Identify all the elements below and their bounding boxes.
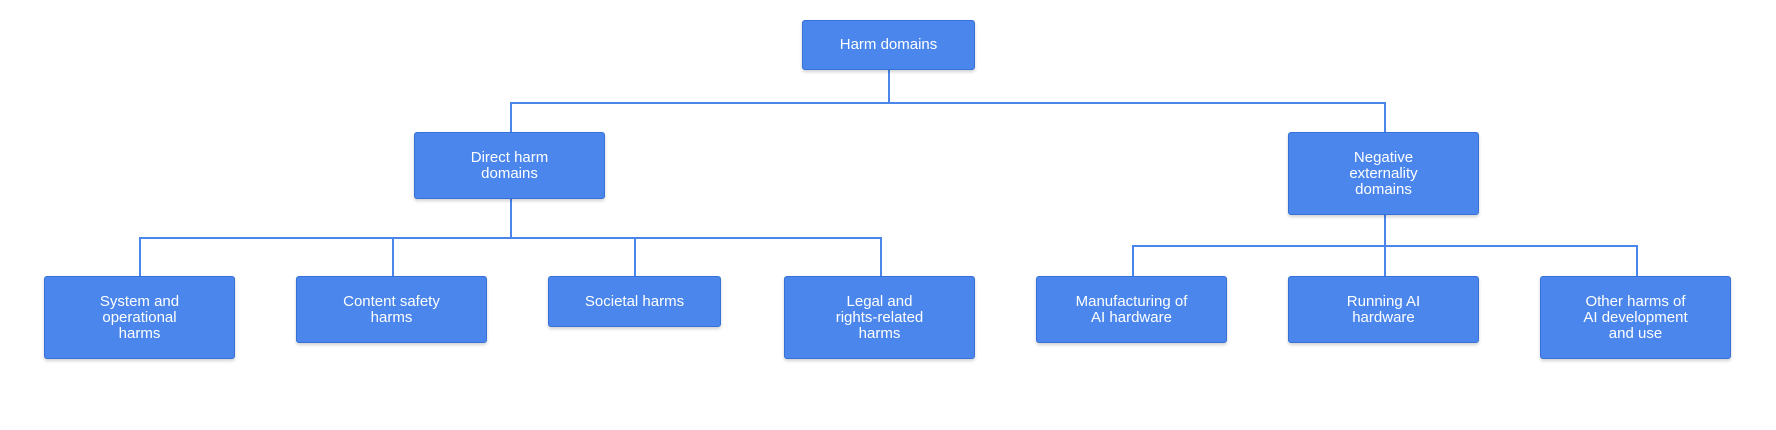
node-running-ai-hardware[interactable]: Running AI hardware: [1288, 276, 1479, 343]
node-content-safety-harms[interactable]: Content safety harms: [296, 276, 487, 343]
node-harm-domains[interactable]: Harm domains: [802, 20, 975, 70]
node-other-harms-ai[interactable]: Other harms of AI development and use: [1540, 276, 1731, 359]
node-manufacturing-ai-hardware[interactable]: Manufacturing of AI hardware: [1036, 276, 1227, 343]
node-negative-externality-domains[interactable]: Negative externality domains: [1288, 132, 1479, 215]
node-legal-rights-harms[interactable]: Legal and rights-related harms: [784, 276, 975, 359]
node-direct-harm-domains[interactable]: Direct harm domains: [414, 132, 605, 199]
node-societal-harms[interactable]: Societal harms: [548, 276, 721, 327]
node-system-operational-harms[interactable]: System and operational harms: [44, 276, 235, 359]
